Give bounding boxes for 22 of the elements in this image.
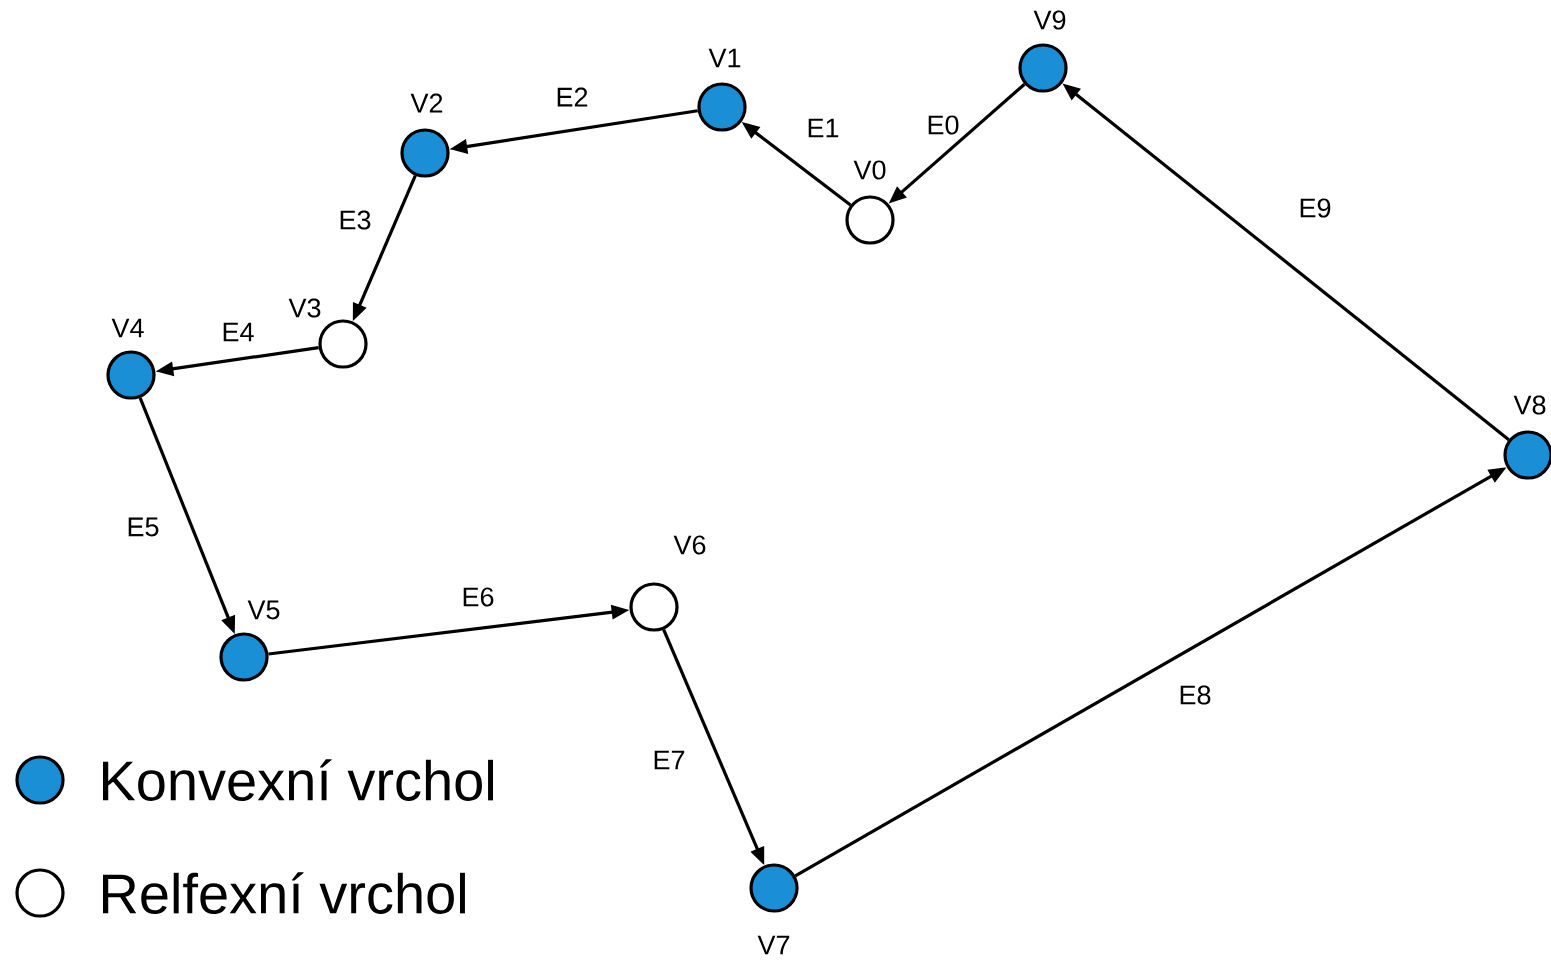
edge-label: E1 <box>804 116 842 140</box>
vertex-label: V5 <box>247 600 280 620</box>
legend-text: Konvexní vrchol <box>103 759 493 801</box>
edge-label: E6 <box>459 585 497 609</box>
edge-label: E0 <box>924 113 962 137</box>
vertex-label: V0 <box>853 160 886 180</box>
legend-text: Relfexní vrchol <box>103 872 465 914</box>
vertex-label: V7 <box>757 935 790 955</box>
edge-label: E9 <box>1296 196 1334 220</box>
edge-label: E7 <box>650 748 688 772</box>
edge-label: E5 <box>124 515 162 539</box>
edge-label: E8 <box>1176 683 1214 707</box>
vertex-label: V3 <box>288 298 321 318</box>
edge-label: E4 <box>219 320 257 344</box>
vertex-label: V8 <box>1513 395 1546 415</box>
edge-label: E2 <box>553 85 591 109</box>
edge-label: E3 <box>336 208 374 232</box>
vertex-label: V2 <box>410 93 443 113</box>
vertex-label: V6 <box>673 535 706 555</box>
vertex-label: V9 <box>1033 10 1066 30</box>
vertex-label: V1 <box>708 48 741 68</box>
vertex-label: V4 <box>111 318 144 338</box>
